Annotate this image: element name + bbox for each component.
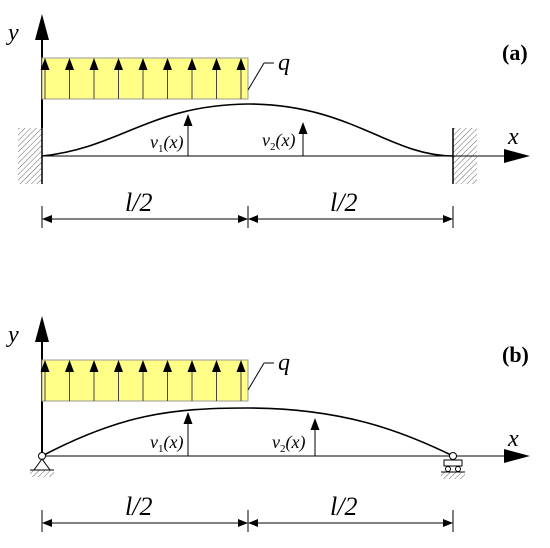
load-arrow-head [236, 360, 246, 372]
y-axis-arrow [35, 14, 49, 40]
load-arrow-head [212, 58, 221, 70]
panel-tag: (b) [502, 342, 529, 367]
load-arrow-head [40, 58, 50, 70]
load-arrow-head [89, 360, 99, 372]
load-arrow-head [89, 58, 99, 70]
v1-arrow [183, 412, 193, 424]
load-arrow-head [40, 360, 50, 372]
x-axis-label: x [507, 426, 519, 452]
y-axis-label: y [6, 20, 19, 46]
v1-label: v1(x) [150, 132, 183, 155]
dimension-label-right: l/2 [330, 492, 357, 521]
load-arrow-head [163, 360, 172, 372]
load-arrow-head [163, 58, 172, 70]
panel-b: y q (b) x v1(x [6, 316, 530, 532]
v1-arrow [183, 114, 193, 126]
v2-label: v2(x) [272, 432, 305, 455]
x-axis-arrow [504, 149, 530, 163]
dimension-label-left: l/2 [125, 492, 152, 521]
v2-label: v2(x) [262, 130, 295, 153]
load-arrow-head [187, 360, 197, 372]
load-arrow-head [212, 360, 221, 372]
x-axis-label: x [507, 124, 519, 150]
dimension-label-left: l/2 [125, 188, 152, 217]
load-arrows [40, 58, 246, 99]
x-axis-arrow [504, 449, 530, 463]
v2-arrow [298, 122, 308, 134]
load-arrow-head [138, 58, 148, 70]
load-arrow-head [65, 360, 74, 372]
load-arrow-head [138, 360, 148, 372]
pinned-support-left [30, 452, 54, 477]
load-arrow-head [114, 360, 123, 372]
roller-support-right [441, 452, 465, 479]
panel-tag: (a) [502, 40, 528, 65]
fixed-support-left [18, 128, 42, 184]
panel-a: y q (a) x v1(x) v2(x) l/2 [6, 14, 530, 228]
v2-arrow [310, 418, 320, 430]
load-leader [247, 62, 265, 91]
load-arrows [40, 360, 246, 401]
y-axis-arrow [35, 316, 49, 342]
deflection-curve [41, 103, 454, 157]
load-arrow-head [65, 58, 74, 70]
load-label: q [278, 350, 290, 376]
dimension-label-right: l/2 [330, 188, 357, 217]
load-arrow-head [187, 58, 197, 70]
load-label: q [278, 50, 290, 76]
load-arrow-head [236, 58, 246, 70]
y-axis-label: y [6, 322, 19, 348]
deflection-curve [41, 407, 454, 457]
load-leader [247, 362, 265, 391]
v1-label: v1(x) [150, 432, 183, 455]
load-arrow-head [114, 58, 123, 70]
